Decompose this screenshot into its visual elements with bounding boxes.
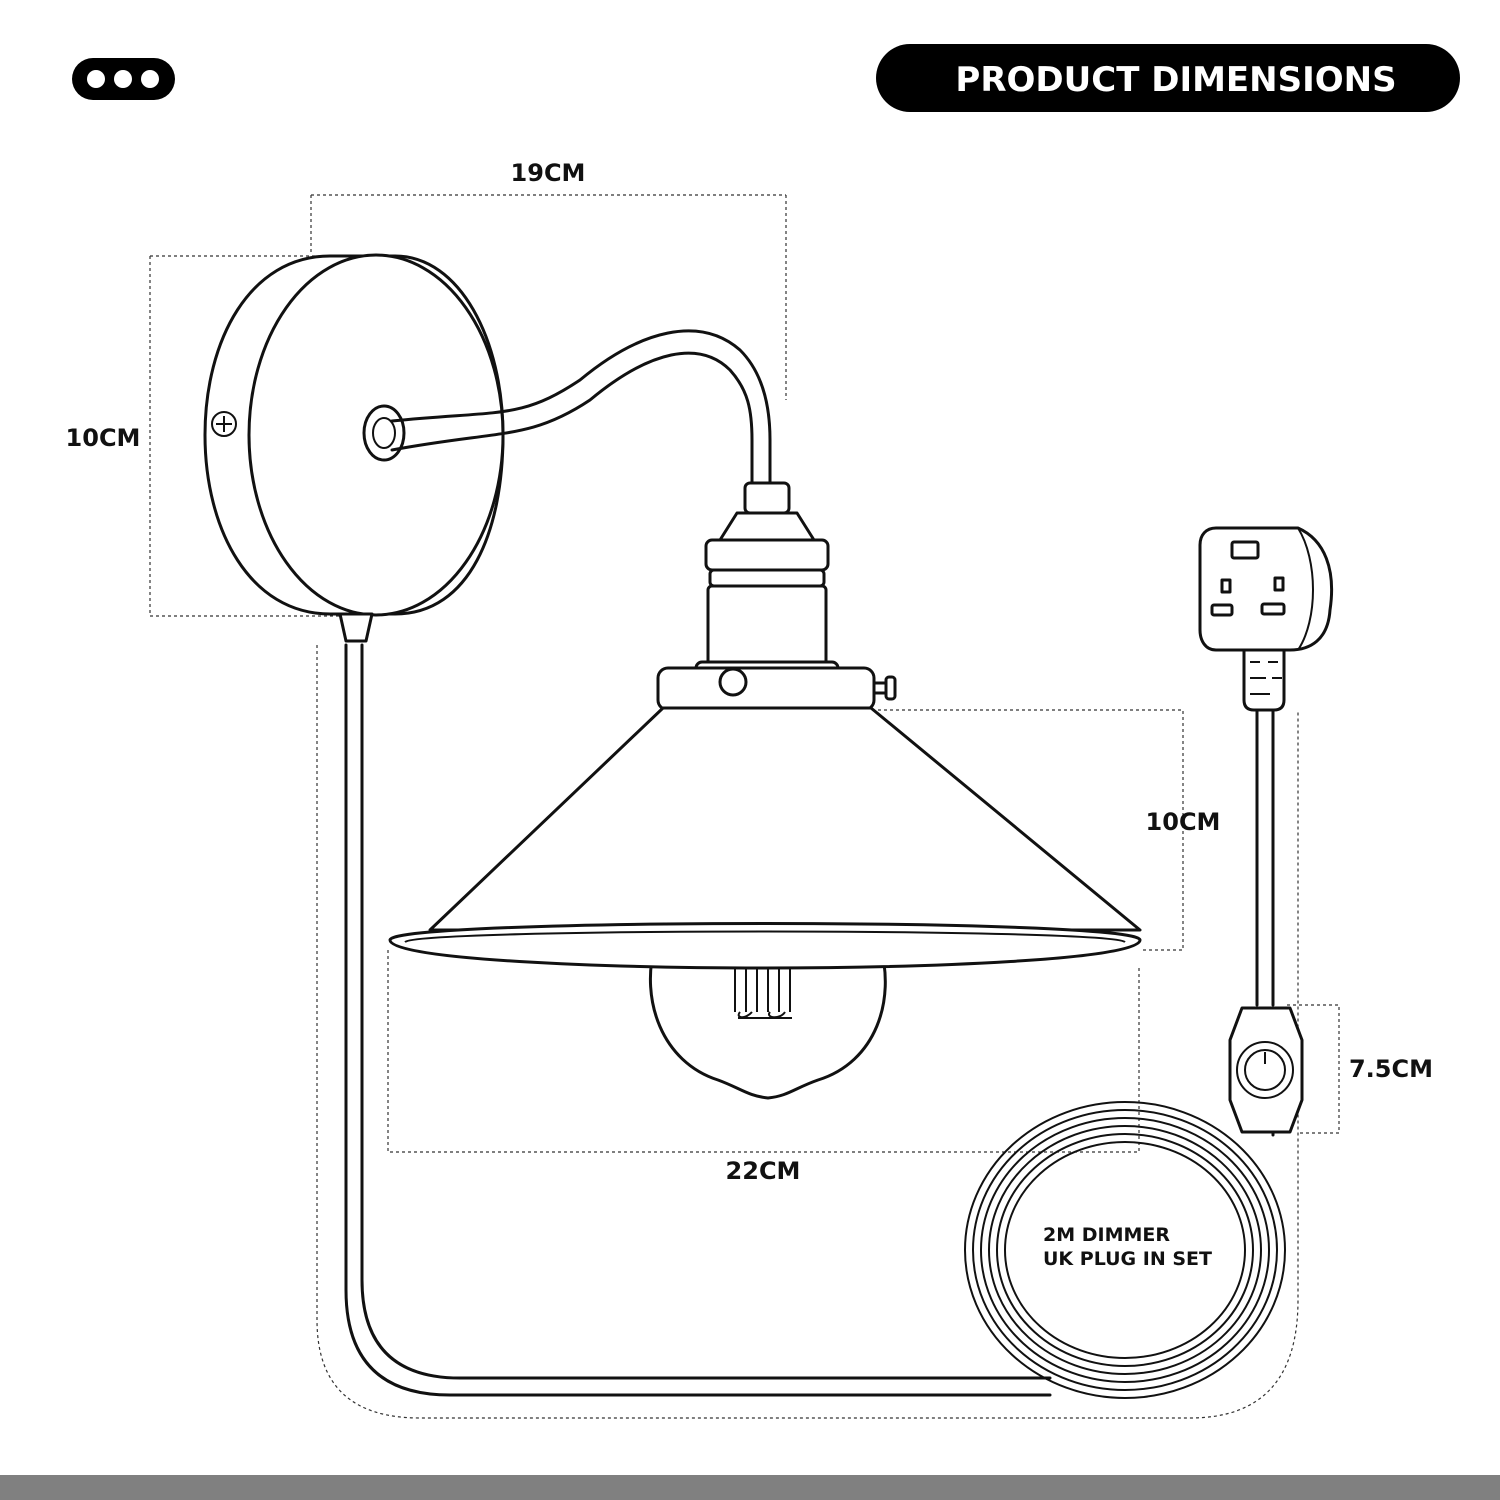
- cone-shade: [388, 706, 1142, 970]
- uk-plug: [1198, 526, 1334, 712]
- filament-bulb: [648, 930, 887, 1100]
- gooseneck-arm: [362, 329, 772, 487]
- backplate-height-label: 10CM: [66, 424, 141, 452]
- three-dots-icon[interactable]: [72, 58, 175, 100]
- lamp-holder: [656, 481, 897, 712]
- cable-note-line2: UK PLUG IN SET: [1043, 1248, 1212, 1270]
- arm-width-label: 19CM: [511, 159, 586, 187]
- cable-note: 2M DIMMER UK PLUG IN SET: [1043, 1224, 1212, 1270]
- shade-height-label: 10CM: [1146, 808, 1221, 836]
- bottom-bar: [0, 1475, 1500, 1500]
- wall-backplate: [203, 253, 505, 617]
- screw-icon: [211, 411, 237, 437]
- badge-label: PRODUCT DIMENSIONS: [955, 60, 1396, 100]
- power-cable: [338, 612, 1052, 1397]
- dimmer-height-label: 7.5CM: [1349, 1055, 1433, 1083]
- dimmer-switch: [1228, 708, 1304, 1134]
- shade-diameter-label: 22CM: [726, 1157, 801, 1185]
- dimension-guides: [149, 194, 1340, 1419]
- cable-note-line1: 2M DIMMER: [1043, 1224, 1170, 1246]
- coiled-cable: [964, 1058, 1286, 1399]
- product-dimensions-badge: PRODUCT DIMENSIONS: [876, 44, 1460, 112]
